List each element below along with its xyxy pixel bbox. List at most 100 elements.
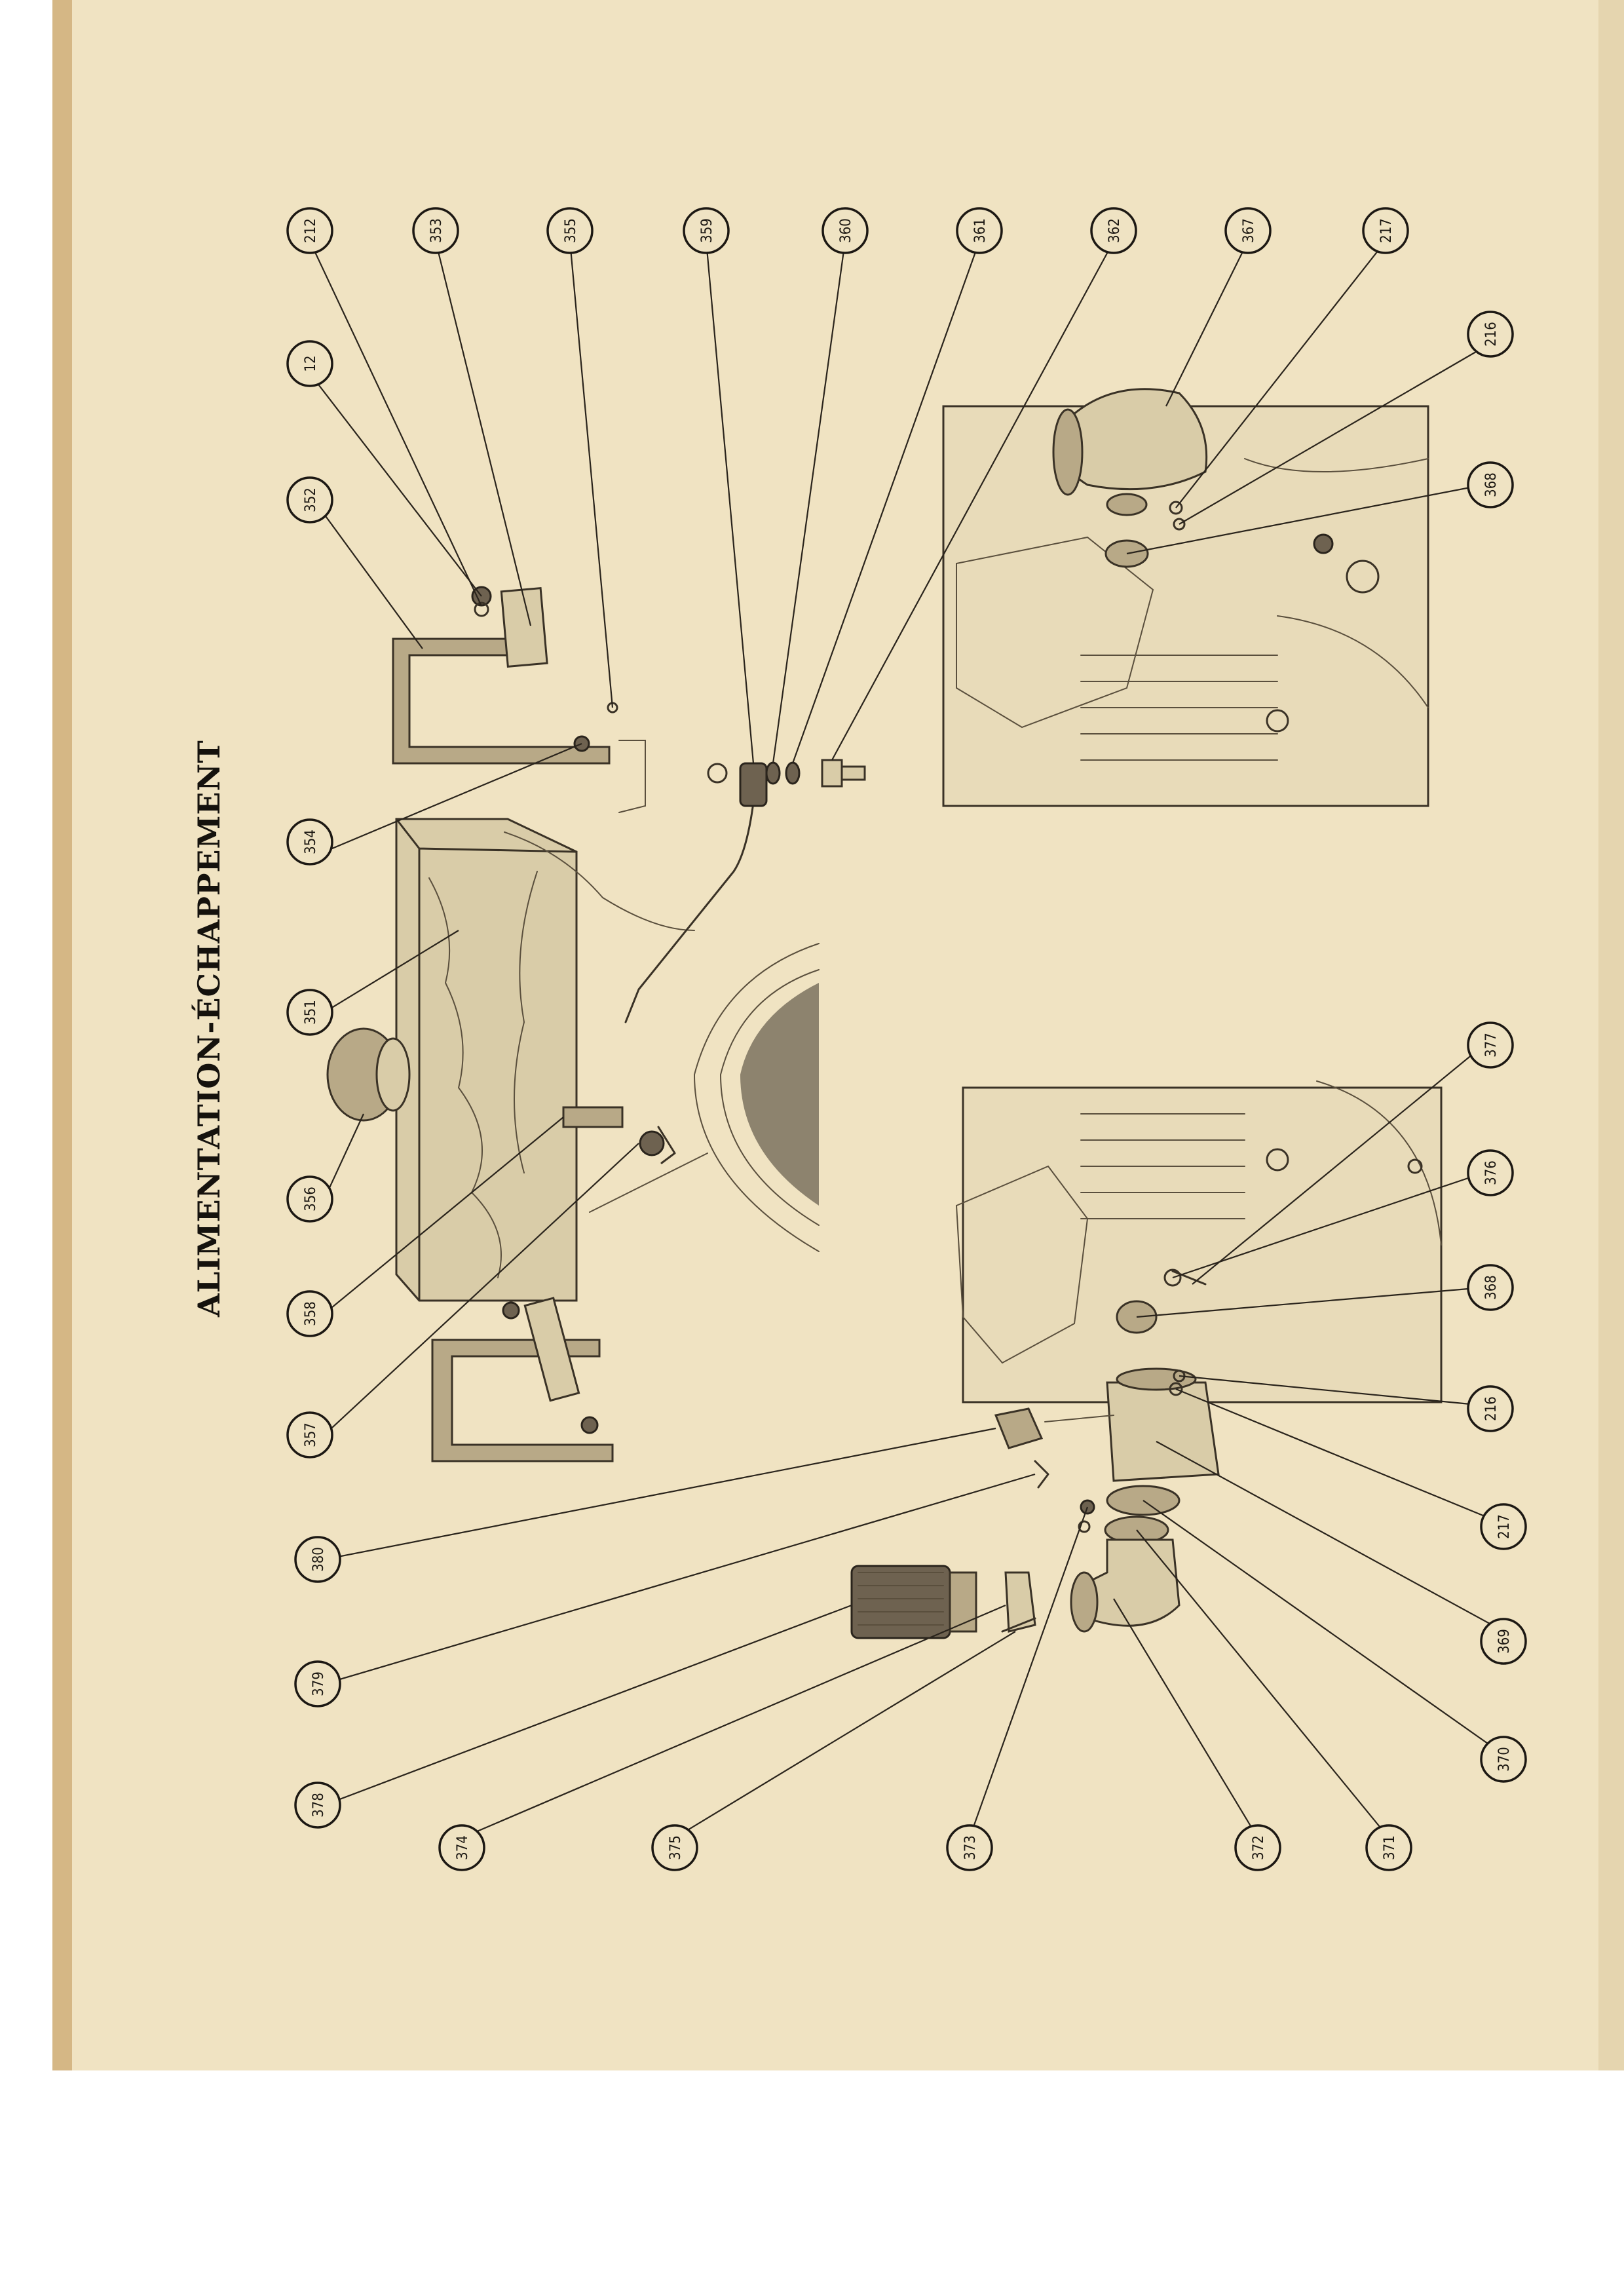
wheel-section <box>693 943 820 1252</box>
svg-text:368: 368 <box>1483 472 1500 497</box>
svg-text:356: 356 <box>303 1187 319 1211</box>
callout-379: 379 <box>294 1660 341 1707</box>
svg-text:355: 355 <box>563 218 579 243</box>
callout-358: 358 <box>286 1290 333 1337</box>
svg-text:368: 368 <box>1483 1275 1500 1300</box>
svg-text:373: 373 <box>962 1835 979 1860</box>
engine-top-view <box>942 388 1429 807</box>
washer-373 <box>1078 1520 1091 1533</box>
frame-lug <box>618 740 646 813</box>
callout-353: 353 <box>412 207 459 254</box>
cooling-fins <box>1080 655 1278 761</box>
callout-370: 370 <box>1480 1736 1527 1783</box>
cooling-fins-side <box>1080 1113 1245 1219</box>
tank-highlight <box>428 877 502 1278</box>
svg-text:357: 357 <box>303 1422 319 1447</box>
callout-369: 369 <box>1480 1618 1527 1665</box>
flywheel-arc <box>1277 615 1429 708</box>
air-filter-flange <box>1052 408 1084 496</box>
callout-377: 377 <box>1467 1021 1514 1069</box>
callout-374: 374 <box>438 1824 485 1871</box>
fuel-tap-358 <box>639 1130 665 1156</box>
callout-360: 360 <box>821 207 869 254</box>
svg-text:369: 369 <box>1496 1629 1513 1654</box>
tank-strap-rear <box>431 1339 614 1462</box>
frame-rail-top <box>1244 458 1429 472</box>
callouts: 212 12 352 353 355 354 351 356 358 357 3 <box>286 207 1527 1871</box>
svg-text:354: 354 <box>303 829 319 854</box>
svg-text:367: 367 <box>1241 218 1257 243</box>
stud-377 <box>1171 1270 1207 1286</box>
callout-368-bottom: 368 <box>1467 1264 1514 1311</box>
leader-lines <box>309 240 1511 1839</box>
filter-neck-378 <box>949 1571 977 1633</box>
nut-212 <box>474 601 489 617</box>
callout-355: 355 <box>546 207 594 254</box>
svg-text:372: 372 <box>1251 1835 1267 1860</box>
washer-360 <box>765 761 781 785</box>
engine-stud-side <box>1266 1148 1289 1172</box>
engine-bolt <box>1313 533 1334 554</box>
strap-pad-353 <box>500 586 548 668</box>
callout-372: 372 <box>1234 1824 1281 1871</box>
callout-375: 375 <box>651 1824 698 1871</box>
engine-plug <box>1346 560 1380 594</box>
paper-edge-left <box>52 0 72 2070</box>
svg-text:358: 358 <box>303 1301 319 1326</box>
clip-374 <box>1004 1571 1036 1633</box>
callout-216-top: 216 <box>1467 311 1514 358</box>
callout-376: 376 <box>1467 1149 1514 1196</box>
callout-351: 351 <box>286 989 333 1036</box>
wheel-inner-arc <box>719 969 820 1226</box>
callout-216-bottom: 216 <box>1467 1385 1514 1432</box>
svg-text:216: 216 <box>1483 1396 1500 1421</box>
svg-text:379: 379 <box>311 1671 327 1696</box>
callout-217-top: 217 <box>1362 207 1409 254</box>
washer-361 <box>785 761 801 785</box>
callout-212: 212 <box>286 207 333 254</box>
callout-217-bottom: 217 <box>1480 1503 1527 1550</box>
svg-text:217: 217 <box>1496 1514 1513 1539</box>
paper-sheet <box>52 0 1624 2070</box>
callout-362: 362 <box>1090 207 1137 254</box>
callout-356: 356 <box>286 1175 333 1223</box>
paper-edge-right <box>1598 0 1624 2070</box>
callout-12: 12 <box>286 340 333 387</box>
svg-text:370: 370 <box>1496 1747 1513 1772</box>
callout-378: 378 <box>294 1782 341 1829</box>
engine-side-view <box>850 1080 1443 1639</box>
stud-376 <box>1163 1268 1182 1287</box>
flywheel-arc-side <box>1316 1080 1442 1246</box>
callout-367: 367 <box>1224 207 1272 254</box>
callout-352: 352 <box>286 476 333 524</box>
filter-mesh <box>858 1572 944 1626</box>
cylinder-head-side <box>955 1165 1089 1364</box>
svg-text:212: 212 <box>303 218 319 243</box>
strap-pad-357 <box>523 1297 580 1402</box>
engine-block-side <box>962 1086 1443 1403</box>
bolt-rear-2 <box>580 1416 599 1434</box>
svg-text:217: 217 <box>1378 218 1395 243</box>
svg-text:353: 353 <box>428 218 445 243</box>
engine-stud-side-2 <box>1407 1158 1423 1174</box>
cylinder-head <box>956 536 1154 729</box>
callout-368-top: 368 <box>1467 461 1514 508</box>
air-filter-378 <box>850 1565 951 1639</box>
wheel-outer-arc <box>693 943 820 1252</box>
callout-354: 354 <box>286 818 333 866</box>
svg-text:374: 374 <box>455 1835 471 1860</box>
callout-371: 371 <box>1365 1824 1412 1871</box>
svg-text:351: 351 <box>303 1000 319 1025</box>
lever-380 <box>994 1407 1044 1449</box>
carb-top <box>1116 1367 1197 1391</box>
frame-line-b <box>589 1153 708 1213</box>
fuel-pipe-359 <box>624 801 755 1023</box>
tank-edge-lines <box>395 818 578 1302</box>
banjo-fitting <box>739 762 768 807</box>
bolt-rear <box>502 1301 520 1320</box>
callout-361: 361 <box>956 207 1003 254</box>
fuel-tank-351 <box>395 818 578 1302</box>
fuel-tap-body <box>562 1106 624 1128</box>
svg-text:380: 380 <box>311 1547 327 1572</box>
